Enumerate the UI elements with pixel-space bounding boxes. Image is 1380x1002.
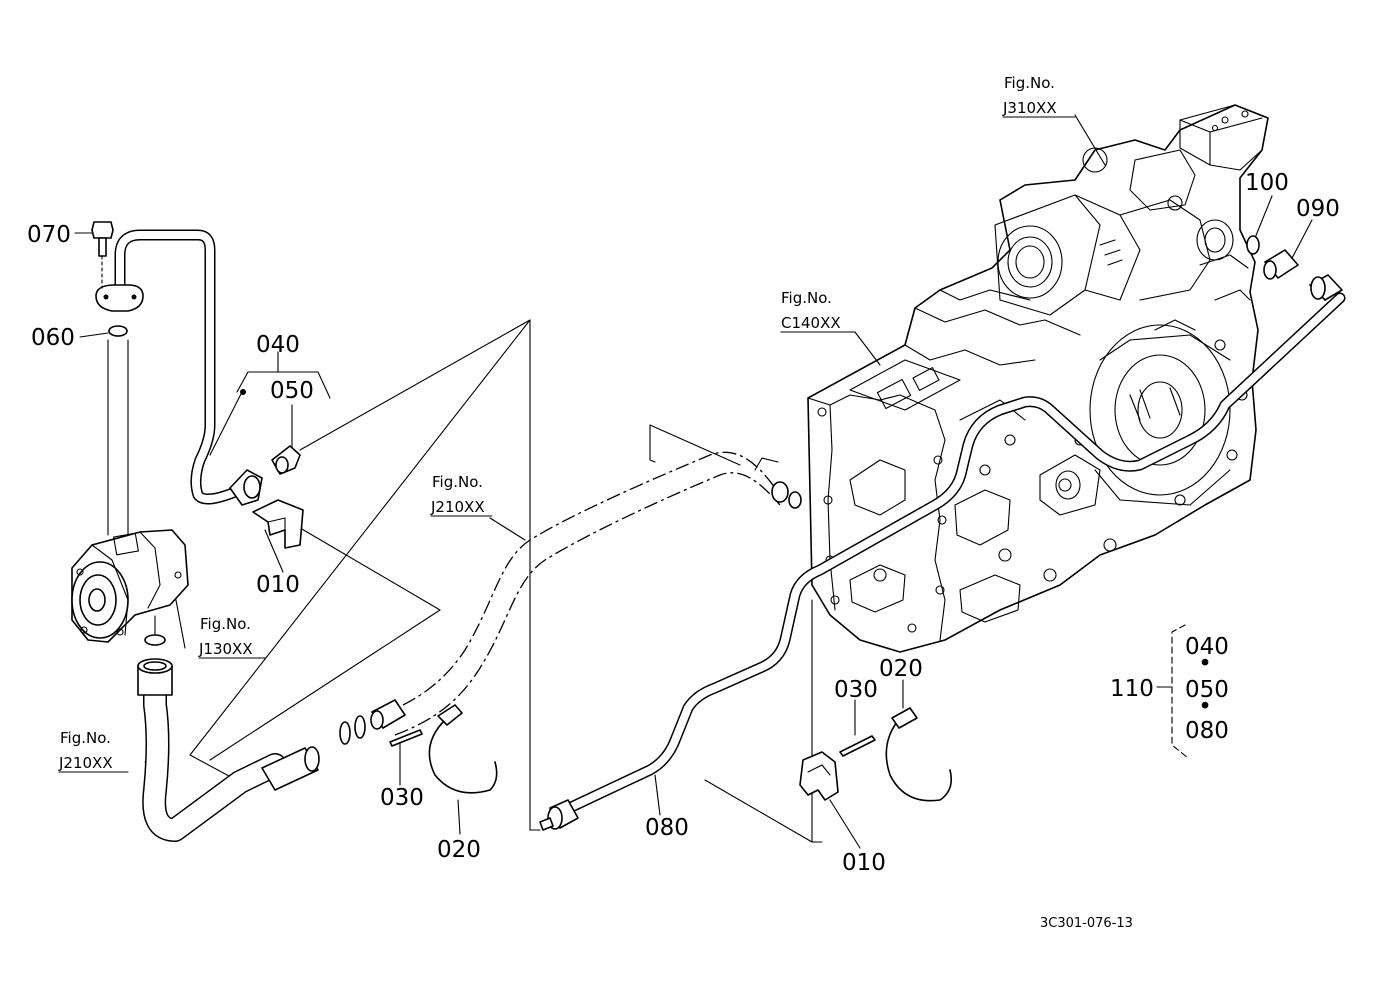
kit-separator-1: • <box>1198 651 1212 677</box>
label-090: 090 <box>1296 196 1340 222</box>
label-080: 080 <box>645 815 689 841</box>
label-060: 060 <box>31 325 75 351</box>
fig-j310-title: Fig.No. <box>1004 74 1055 92</box>
bracket-040-050 <box>236 371 331 399</box>
label-110: 110 <box>1110 676 1154 702</box>
left-pipe-assembly <box>91 221 304 549</box>
kit-item-040: 040 <box>1185 634 1229 660</box>
fittings-right <box>1246 235 1299 280</box>
fig-c140-code: C140XX <box>781 314 841 332</box>
part-labels: 070 060 040 050 010 030 020 080 030 020 … <box>27 170 1340 876</box>
label-010-left: 010 <box>256 572 300 598</box>
kit-separator-2: • <box>1198 694 1212 720</box>
reference-hose-dashed <box>379 451 802 736</box>
kit-bracket <box>1164 624 1189 759</box>
hydraulic-pump <box>71 529 189 646</box>
label-030-right: 030 <box>834 677 878 703</box>
label-010-right: 010 <box>842 850 886 876</box>
label-100: 100 <box>1245 170 1289 196</box>
figure-references: Fig.No. J310XX Fig.No. C140XX Fig.No. J2… <box>58 74 1076 773</box>
drawing-code: 3C301-076-13 <box>1040 916 1133 931</box>
transmission-housing <box>807 104 1269 653</box>
label-020-right: 020 <box>879 656 923 682</box>
fig-j210-center-code: J210XX <box>430 498 485 516</box>
label-020-left: 020 <box>437 837 481 863</box>
fig-j310-code: J310XX <box>1002 99 1057 117</box>
fig-j210-center-title: Fig.No. <box>432 473 483 491</box>
label-050: 050 <box>270 378 314 404</box>
fig-j130-title: Fig.No. <box>200 615 251 633</box>
fig-j210-left-code: J210XX <box>58 754 113 772</box>
leader-lines <box>74 114 1313 849</box>
suction-hose <box>137 658 498 842</box>
fig-c140-title: Fig.No. <box>781 289 832 307</box>
fig-j210-left-title: Fig.No. <box>60 729 111 747</box>
fig-j130-code: J130XX <box>198 640 253 658</box>
kit-item-080: 080 <box>1185 718 1229 744</box>
bullet-dot <box>240 389 246 395</box>
lower-right-parts <box>799 707 953 802</box>
kit-item-050: 050 <box>1185 677 1229 703</box>
label-040: 040 <box>256 332 300 358</box>
label-070: 070 <box>27 222 71 248</box>
kit-labels: 110 040 • 050 • 080 <box>1110 634 1229 744</box>
label-030-left: 030 <box>380 785 424 811</box>
pipe-080 <box>539 274 1346 831</box>
